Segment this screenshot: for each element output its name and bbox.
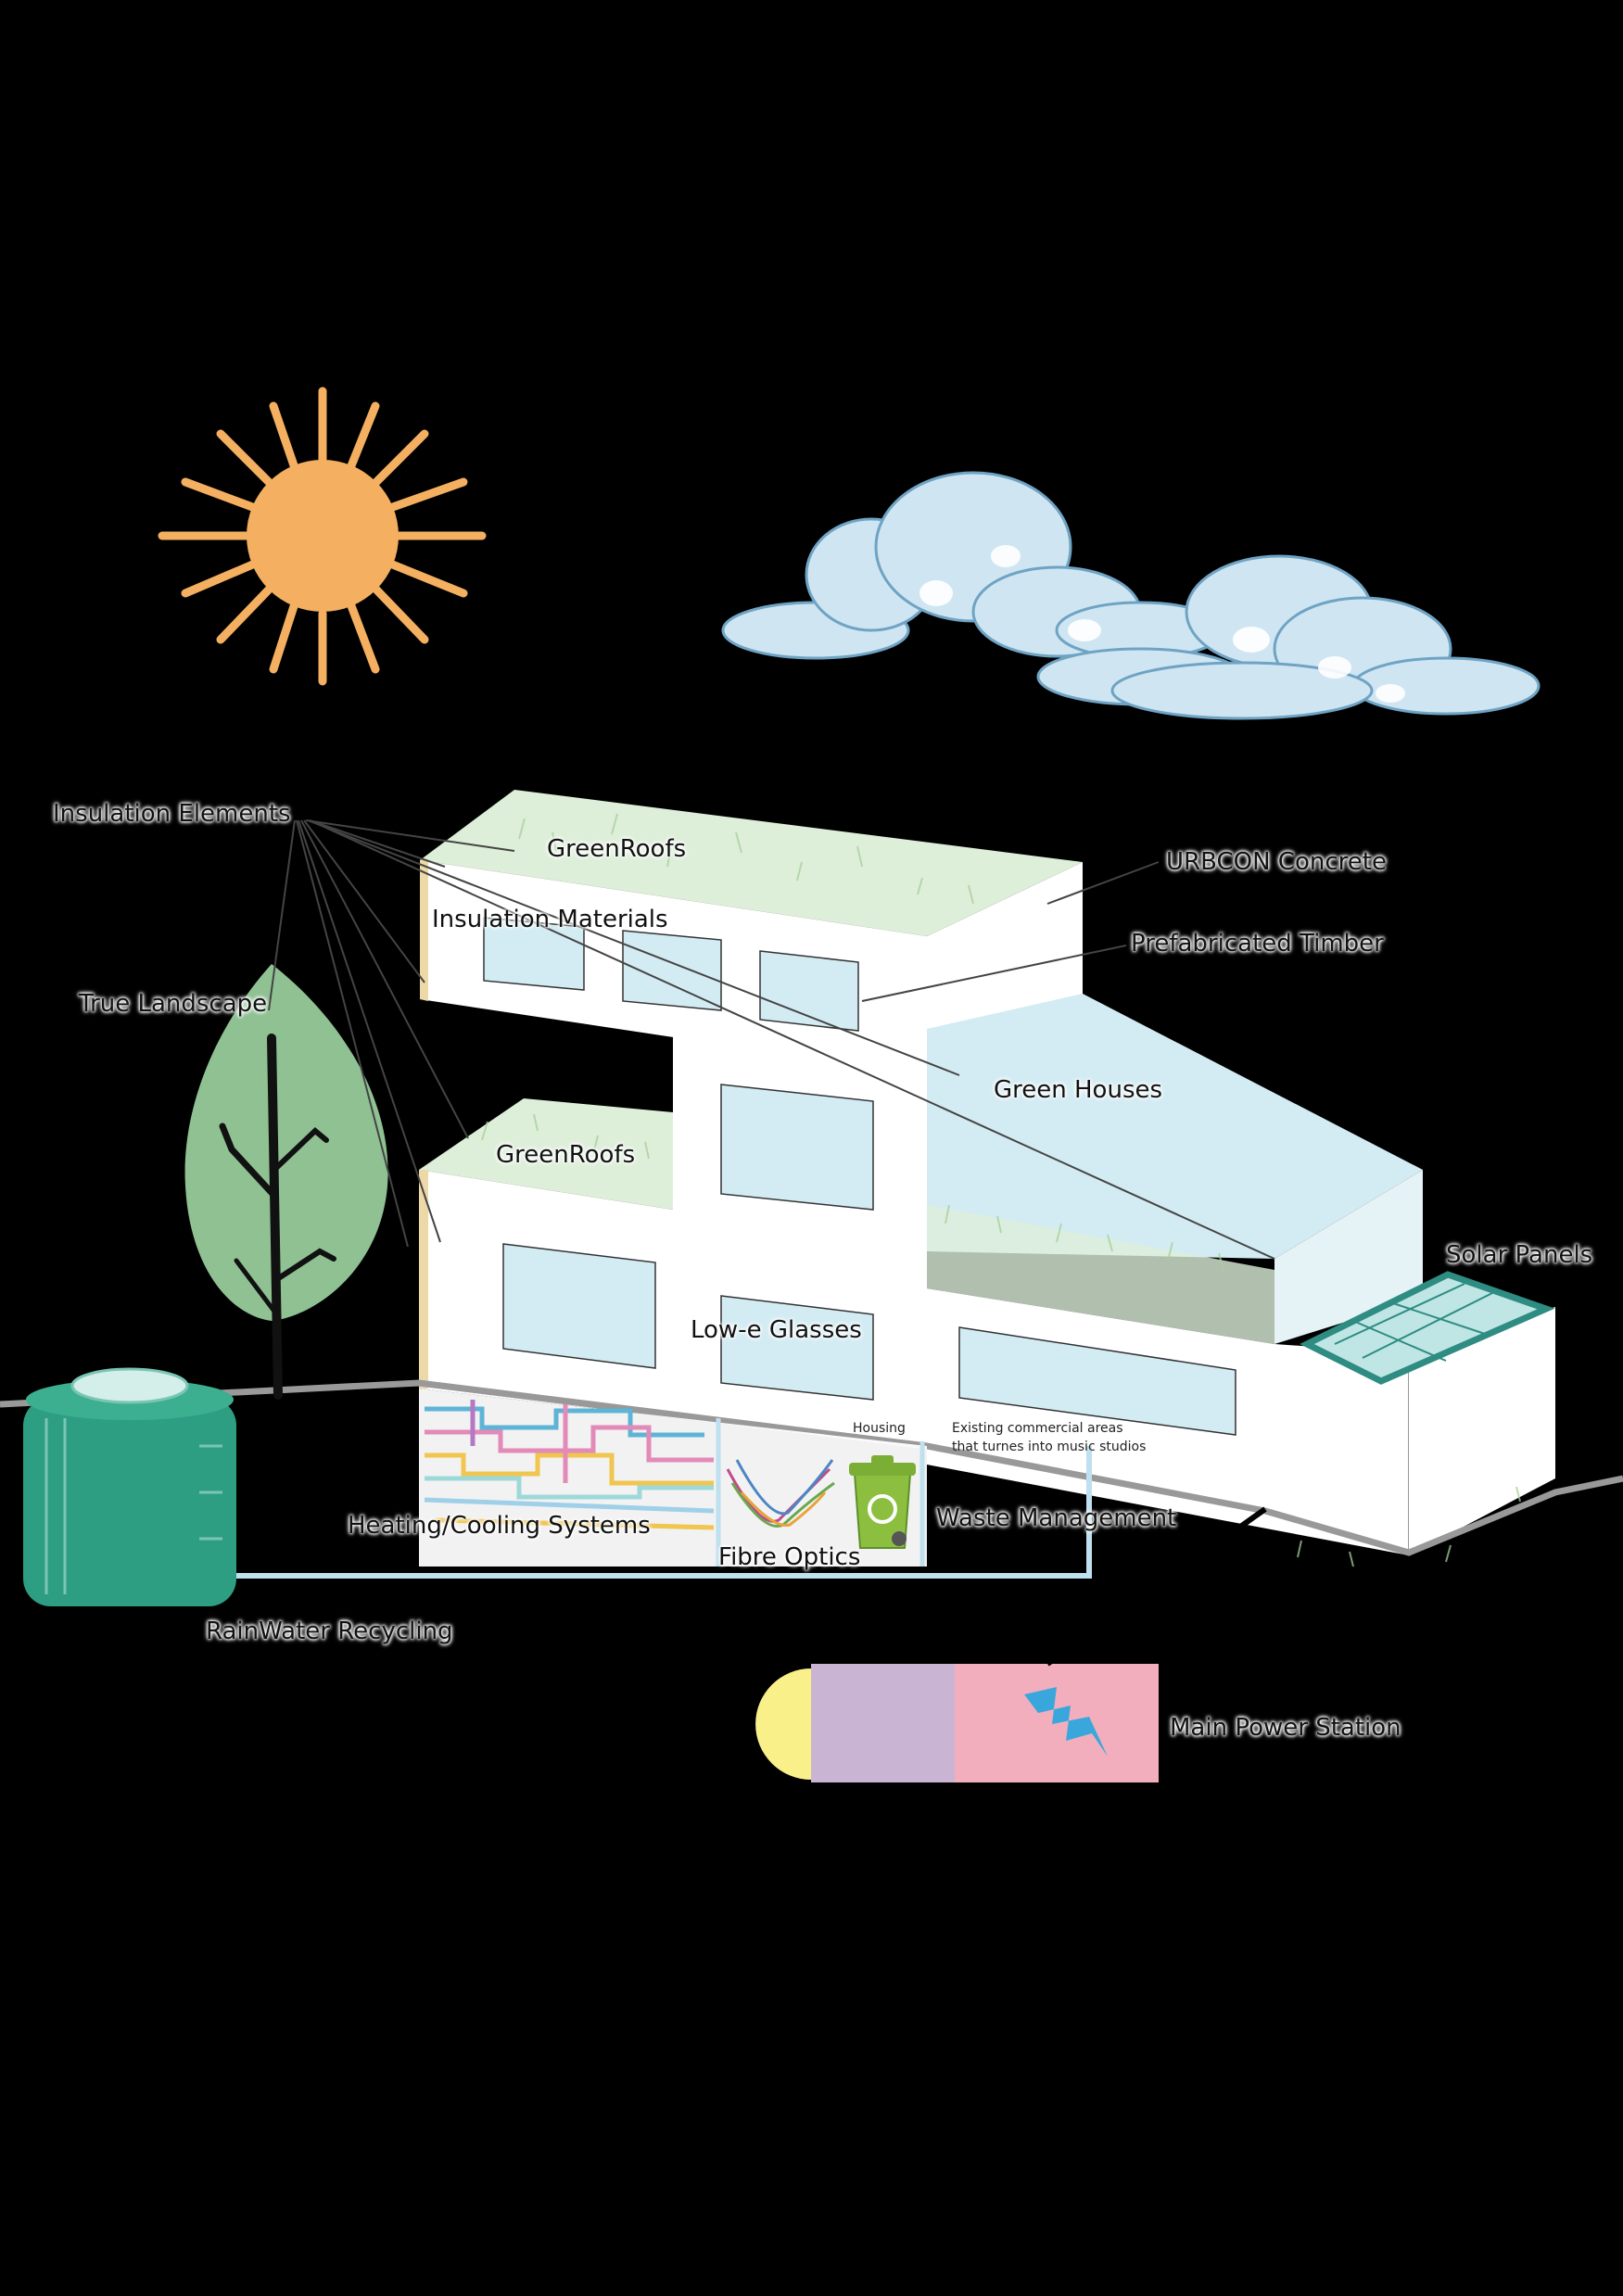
- label-low-e-glasses: Low-e Glasses: [691, 1316, 862, 1344]
- fibre-optics-icon: [726, 1459, 835, 1528]
- grass-texture: [481, 813, 1521, 1567]
- label-rainwater-recycling: RainWater Recycling: [206, 1617, 453, 1645]
- label-greenroofs-mid: GreenRoofs: [496, 1141, 636, 1169]
- label-insulation-materials: Insulation Materials: [432, 906, 668, 933]
- green-house: [927, 994, 1423, 1344]
- tree-icon: [184, 964, 388, 1400]
- label-fibre-optics: Fibre Optics: [718, 1543, 861, 1571]
- label-solar-panels: Solar Panels: [1446, 1241, 1593, 1269]
- water-pipe: [236, 1446, 1092, 1579]
- label-housing: Housing: [853, 1421, 906, 1436]
- leader-lines: [268, 819, 1275, 1260]
- label-prefabricated-timber: Prefabricated Timber: [1131, 930, 1384, 958]
- heating-cooling-pipes: [424, 1400, 715, 1530]
- solar-panel-icon: [1300, 1271, 1555, 1385]
- label-insulation-elements: Insulation Elements: [53, 800, 291, 828]
- main-power-station: [755, 1664, 1159, 1782]
- water-tank-icon: [23, 1367, 236, 1606]
- lower-block: [419, 1098, 1555, 1555]
- recycle-bin-icon: [849, 1455, 916, 1549]
- label-commercial-line2: that turnes into music studios: [952, 1440, 1147, 1454]
- label-main-power-station: Main Power Station: [1170, 1714, 1401, 1742]
- label-commercial-line1: Existing commercial areas: [952, 1421, 1123, 1436]
- label-true-landscape: True Landscape: [79, 990, 268, 1018]
- lightning-icon: [1024, 1687, 1108, 1757]
- label-urbcon-concrete: URBCON Concrete: [1166, 848, 1387, 876]
- middle-connector: [673, 1029, 927, 1261]
- power-line: [1046, 1506, 1267, 1667]
- cloud-icon: [721, 471, 1541, 720]
- label-greenroofs-top: GreenRoofs: [547, 835, 687, 863]
- sun-icon: [158, 387, 487, 686]
- label-green-houses: Green Houses: [994, 1076, 1163, 1104]
- label-heating-cooling: Heating/Cooling Systems: [348, 1512, 651, 1540]
- label-waste-management: Waste Management: [936, 1504, 1177, 1532]
